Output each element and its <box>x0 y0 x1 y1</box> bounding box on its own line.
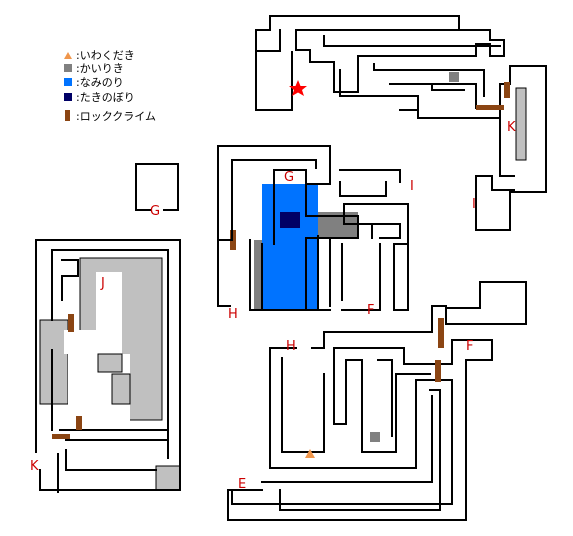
marker-k-left: K <box>30 459 39 474</box>
rock-smash-triangle-icon <box>305 449 315 458</box>
legend-rock-smash: :いわくだき <box>76 49 135 62</box>
legend-rock-climb: :ロッククライム <box>76 110 156 123</box>
marker-e: E <box>238 477 246 492</box>
marker-j: J <box>100 276 105 291</box>
bottom-right-area <box>227 281 527 521</box>
rock-climb-wall <box>504 82 510 98</box>
rock-smash-triangle-icon <box>64 52 72 59</box>
rock-climb-wall <box>52 434 70 439</box>
rock-climb-wall <box>435 360 441 382</box>
marker-g-small-room: G <box>150 204 160 219</box>
legend-surf: :なみのり <box>76 76 124 89</box>
rock-zone <box>111 373 131 405</box>
marker-f-bottom: F <box>466 339 473 354</box>
central-water-area <box>217 145 409 311</box>
rock-climb-wall <box>438 318 444 348</box>
strength-boulder <box>370 432 380 442</box>
entrance-star-icon <box>289 80 307 96</box>
marker-k-top-right: K <box>507 120 516 135</box>
strength-boulder <box>449 72 459 82</box>
rock-zone-k <box>515 87 527 161</box>
waterfall-square-icon <box>64 93 72 101</box>
rock-zone <box>97 353 123 373</box>
strength-square-icon <box>64 64 72 72</box>
warp-labels: G G I I K K J H H F F E <box>30 120 516 492</box>
rock-climb-wall <box>68 314 74 332</box>
rock-climb-wall <box>476 105 504 110</box>
floor <box>64 330 122 354</box>
floor <box>96 272 122 330</box>
marker-h-bottom: H <box>286 339 296 354</box>
marker-g-water: G <box>284 170 294 185</box>
marker-f-central: F <box>367 303 374 318</box>
rock-zone <box>155 465 181 491</box>
legend-strength: :かいりき <box>76 62 124 75</box>
rock-climb-bar-icon <box>65 110 70 121</box>
legend-waterfall: :たきのぼり <box>76 91 135 104</box>
legend: :いわくだき :かいりき :なみのり :たきのぼり :ロッククライム <box>64 49 156 123</box>
rock-zone <box>39 319 69 405</box>
waterfall <box>280 212 300 228</box>
g-room-small <box>135 163 179 211</box>
surf-square-icon <box>64 78 72 86</box>
marker-i-central: I <box>410 179 414 194</box>
marker-h-central: H <box>228 307 238 322</box>
marker-i-top-right: I <box>472 197 476 212</box>
rock-climb-wall <box>76 416 82 430</box>
left-area <box>35 239 181 493</box>
surf-water-right <box>300 184 318 310</box>
top-right-area <box>255 15 547 231</box>
